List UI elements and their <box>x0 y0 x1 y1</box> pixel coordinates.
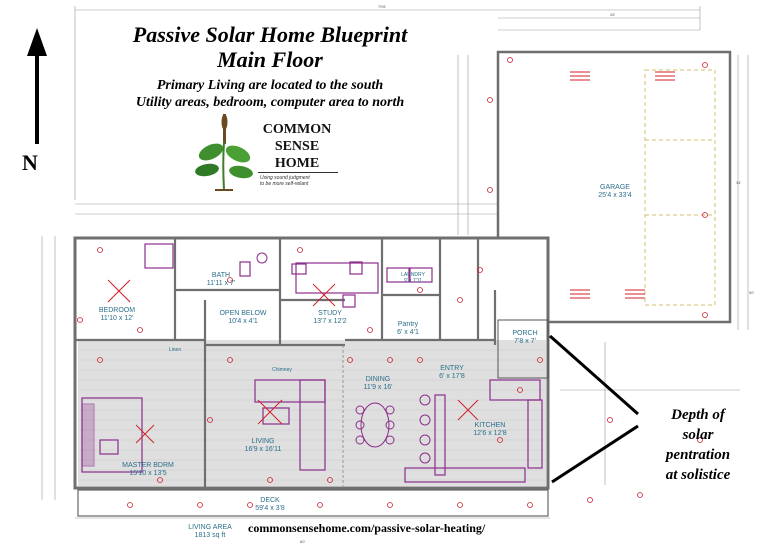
room-pantry: Pantry 6' x 4'1 <box>386 321 430 337</box>
room-open-below: OPEN BELOW 10'4 x 4'1 <box>208 310 278 326</box>
subtitle-line-2: Utility areas, bedroom, computer area to… <box>135 95 405 110</box>
callout-line-4: at solistice <box>665 467 731 483</box>
north-label: N <box>22 150 38 175</box>
room-porch: PORCH 7'8 x 7' <box>505 330 545 346</box>
room-linen: Linen <box>168 347 182 353</box>
pantry-name: Pantry <box>397 321 419 328</box>
open-below-size: 10'4 x 4'1 <box>228 318 258 325</box>
dim-top-overall: 79'8 <box>378 4 386 9</box>
room-master: MASTER BDRM 15'10 x 13'5 <box>108 462 188 478</box>
callout-line-1: Depth of <box>671 407 725 423</box>
solar-depth-callout: Depth of solar pentration at solistice <box>628 405 768 485</box>
kitchen-size: 12'6 x 12'8 <box>473 430 507 437</box>
logo-text: COMMON SENSE HOME <box>252 121 342 172</box>
room-garage: GARAGE 25'4 x 33'4 <box>570 184 660 200</box>
callout-pointer-lines <box>549 334 639 484</box>
tagline-line-1: Using sound judgment <box>260 175 310 181</box>
room-living: LIVING 16'9 x 16'11 <box>228 438 298 454</box>
dim-bottom-overall: 60' <box>300 539 306 544</box>
room-kitchen: KITCHEN 12'6 x 12'8 <box>460 422 520 438</box>
subtitle: Primary Living are located to the south … <box>70 77 470 111</box>
bedroom-size: 11'10 x 12' <box>100 315 134 322</box>
logo-line-3: HOME <box>274 156 320 171</box>
living-size: 16'9 x 16'11 <box>244 446 282 453</box>
bath-size: 11'11 x 7' <box>206 280 236 287</box>
laundry-size: 9' x 7'11 <box>404 278 422 284</box>
porch-name: PORCH <box>512 330 538 337</box>
bedroom-name: BEDROOM <box>98 307 136 314</box>
garage-name: GARAGE <box>600 184 630 191</box>
room-bedroom: BEDROOM 11'10 x 12' <box>82 307 152 323</box>
north-arrow-icon <box>27 28 47 144</box>
room-laundry: LAUNDRY 9' x 7'11 <box>388 272 438 284</box>
dim-garage-width: 26' <box>610 12 616 17</box>
pantry-size: 6' x 4'1 <box>397 329 419 336</box>
page-title: Passive Solar Home Blueprint Main Floor <box>60 22 480 72</box>
entry-size: 6' x 17'8 <box>439 373 465 380</box>
open-below-name: OPEN BELOW <box>219 310 267 317</box>
entry-name: ENTRY <box>440 365 464 372</box>
kitchen-name: KITCHEN <box>474 422 506 429</box>
living-area-size: 1813 sq ft <box>194 532 226 539</box>
master-name: MASTER BDRM <box>122 462 174 469</box>
living-name: LIVING <box>251 438 275 445</box>
tagline-line-2: to be more self-reliant <box>260 181 309 187</box>
logo-rule <box>258 172 338 173</box>
dim-overall-right: 50' <box>749 290 755 295</box>
deck-size: 59'4 x 3'8 <box>255 505 285 512</box>
callout-line-3: pentration <box>665 447 731 463</box>
dining-size: 11'9 x 16' <box>363 384 393 391</box>
dim-garage-side: 34' <box>736 180 742 185</box>
plant-logo-icon <box>195 114 253 191</box>
bath-name: BATH <box>211 272 231 279</box>
dining-name: DINING <box>365 376 391 383</box>
study-size: 13'7 x 12'2 <box>313 318 347 325</box>
footer-url: commonsensehome.com/passive-solar-heatin… <box>248 521 486 535</box>
room-entry: ENTRY 6' x 17'8 <box>432 365 472 381</box>
logo-line-2: SENSE <box>274 139 320 154</box>
room-dining: DINING 11'9 x 16' <box>350 376 406 392</box>
garage-size: 25'4 x 33'4 <box>598 192 632 199</box>
label-chimney: Chimney <box>272 367 292 373</box>
room-deck: DECK 59'4 x 3'8 <box>245 497 295 513</box>
title-line-1: Passive Solar Home Blueprint <box>132 22 408 47</box>
title-line-2: Main Floor <box>217 47 323 72</box>
living-area-label: LIVING AREA 1813 sq ft <box>180 524 240 540</box>
porch-size: 7'8 x 7' <box>514 338 536 345</box>
room-study: STUDY 13'7 x 12'2 <box>300 310 360 326</box>
room-bath: BATH 11'11 x 7' <box>186 272 256 288</box>
master-size: 15'10 x 13'5 <box>129 470 167 477</box>
deck-name: DECK <box>260 497 280 504</box>
logo-tagline: Using sound judgment to be more self-rel… <box>260 175 310 187</box>
study-name: STUDY <box>318 310 342 317</box>
callout-line-2: solar <box>682 427 714 443</box>
logo-line-1: COMMON <box>262 122 332 137</box>
laundry-name: LAUNDRY <box>401 272 425 278</box>
living-area-title: LIVING AREA <box>188 524 232 531</box>
subtitle-line-1: Primary Living are located to the south <box>156 78 384 93</box>
